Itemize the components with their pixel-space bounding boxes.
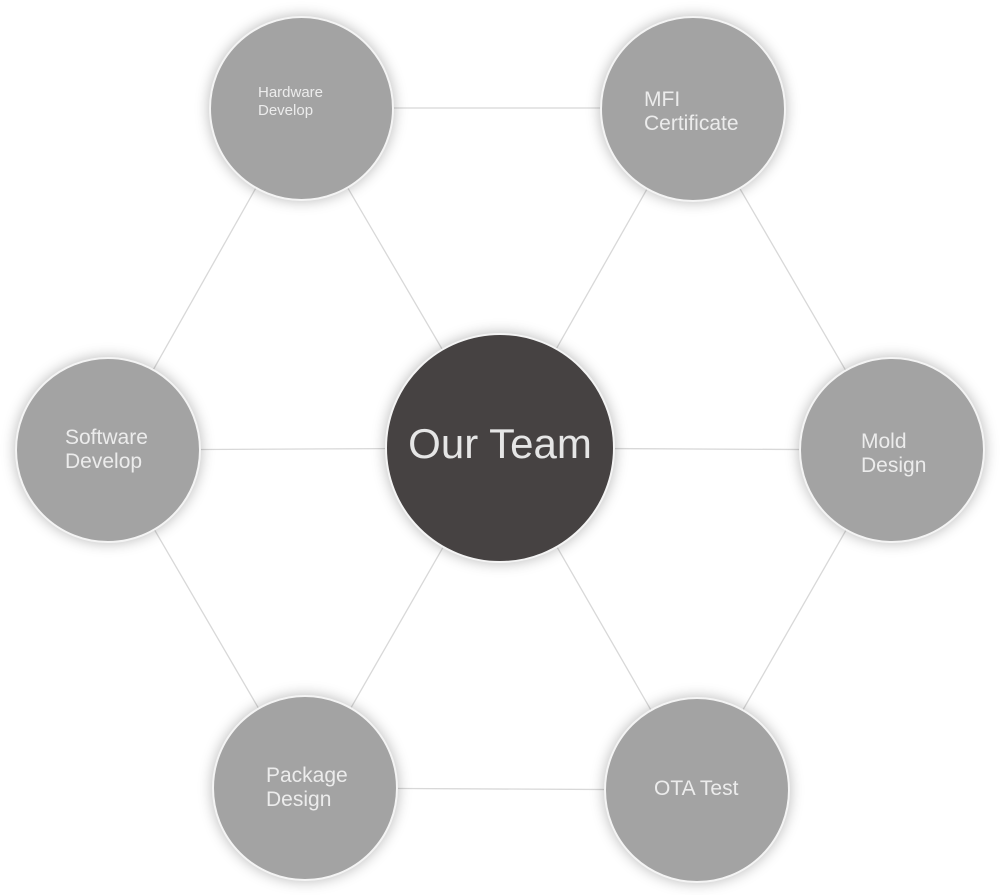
node-package-design: Package Design: [212, 695, 398, 881]
node-mfi-certificate: MFI Certificate: [600, 16, 786, 202]
node-label: MFI Certificate: [644, 87, 739, 135]
node-label: Hardware Develop: [258, 84, 324, 119]
node-our-team: Our Team: [385, 333, 615, 563]
node-label: OTA Test: [654, 776, 739, 800]
node-software-develop: Software Develop: [15, 357, 201, 543]
node-label: Package Design: [266, 763, 348, 811]
center-label: Our Team: [408, 419, 592, 467]
node-label: Mold Design: [861, 429, 927, 477]
node-ota-test: OTA Test: [604, 697, 790, 883]
node-hardware-develop: Hardware Develop: [209, 16, 394, 201]
node-mold-design: Mold Design: [799, 357, 985, 543]
node-label: Software Develop: [65, 425, 148, 473]
